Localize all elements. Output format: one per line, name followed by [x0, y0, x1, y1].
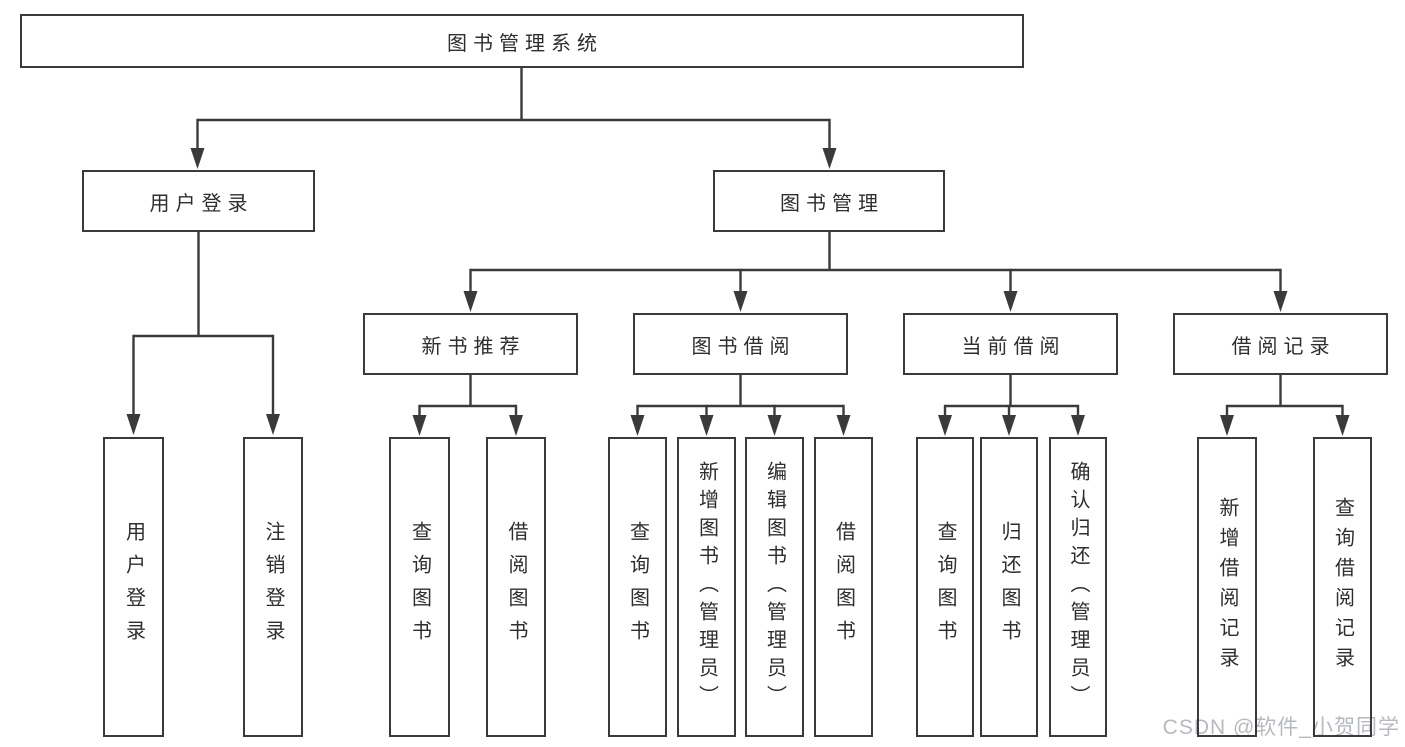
leaf-confirm-return-admin: 确认归还（管理员）: [1049, 437, 1107, 737]
leaf-query-books-borrow: 查询图书: [608, 437, 667, 737]
leaf-edit-books-admin-label: 编辑图书（管理员）: [763, 461, 786, 713]
leaf-user-login: 用户登录: [103, 437, 164, 737]
node-current-borrow-label: 当前借阅: [961, 335, 1066, 358]
leaf-borrow-books-recommend: 借阅图书: [486, 437, 546, 737]
node-borrow-records-label: 借阅记录: [1231, 335, 1336, 358]
node-root-label: 图书管理系统: [447, 32, 603, 55]
leaf-query-books-recommend: 查询图书: [389, 437, 450, 737]
node-user-login: 用户登录: [82, 170, 315, 232]
leaf-query-borrow-record: 查询借阅记录: [1313, 437, 1372, 737]
node-book-borrow-label: 图书借阅: [691, 335, 796, 358]
leaf-add-books-admin: 新增图书（管理员）: [677, 437, 736, 737]
leaf-return-books: 归还图书: [980, 437, 1038, 737]
node-book-management: 图书管理: [713, 170, 945, 232]
leaf-logout-label: 注销登录: [262, 521, 284, 653]
leaf-add-borrow-record-label: 新增借阅记录: [1216, 497, 1238, 677]
leaf-return-books-label: 归还图书: [998, 521, 1020, 653]
node-current-borrow: 当前借阅: [903, 313, 1118, 375]
leaf-borrow-books-recommend-label: 借阅图书: [505, 521, 527, 653]
node-borrow-records: 借阅记录: [1173, 313, 1388, 375]
node-new-book-recommend: 新书推荐: [363, 313, 578, 375]
node-root: 图书管理系统: [20, 14, 1024, 68]
leaf-query-books-current-label: 查询图书: [934, 521, 956, 653]
leaf-query-books-current: 查询图书: [916, 437, 974, 737]
watermark: CSDN @软件_小贺同学: [1162, 716, 1400, 739]
leaf-query-books-recommend-label: 查询图书: [408, 521, 431, 653]
leaf-add-books-admin-label: 新增图书（管理员）: [695, 461, 718, 713]
leaf-user-login-label: 用户登录: [122, 521, 145, 653]
node-book-borrow: 图书借阅: [633, 313, 848, 375]
node-book-management-label: 图书管理: [780, 192, 884, 215]
leaf-edit-books-admin: 编辑图书（管理员）: [745, 437, 804, 737]
leaf-borrow-books-label: 借阅图书: [832, 521, 855, 653]
leaf-add-borrow-record: 新增借阅记录: [1197, 437, 1257, 737]
leaf-logout: 注销登录: [243, 437, 303, 737]
leaf-query-books-borrow-label: 查询图书: [626, 521, 649, 653]
node-user-login-label: 用户登录: [149, 192, 254, 215]
leaf-query-borrow-record-label: 查询借阅记录: [1331, 497, 1354, 677]
node-new-book-recommend-label: 新书推荐: [421, 335, 526, 358]
leaf-borrow-books: 借阅图书: [814, 437, 873, 737]
leaf-confirm-return-admin-label: 确认归还（管理员）: [1067, 461, 1089, 713]
